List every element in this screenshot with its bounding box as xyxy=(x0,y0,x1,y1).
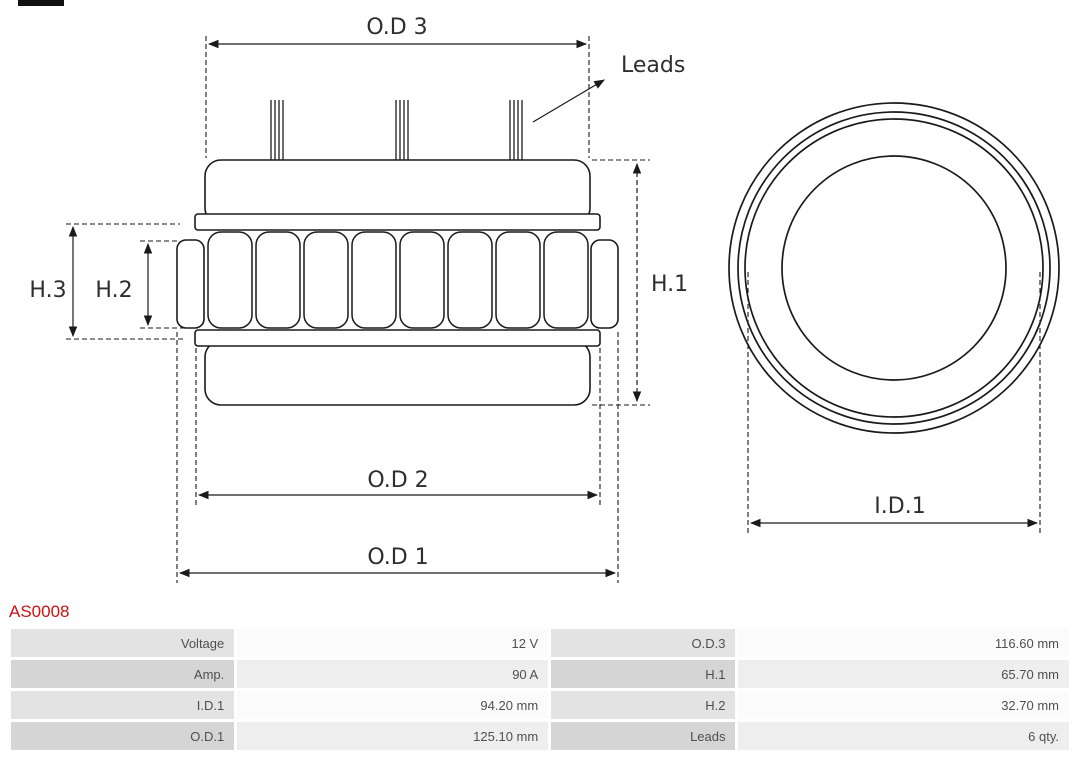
spec-value: 125.10 mm xyxy=(237,722,549,750)
spec-value: 116.60 mm xyxy=(738,629,1069,657)
spec-value: 6 qty. xyxy=(738,722,1069,750)
spec-label: O.D.1 xyxy=(11,722,235,750)
spec-value: 65.70 mm xyxy=(738,660,1069,688)
spec-label: Leads xyxy=(551,722,736,750)
spec-value: 12 V xyxy=(237,629,549,657)
stator-side-view xyxy=(176,100,619,406)
stator-outer-ring xyxy=(728,102,1060,434)
stator-laminations xyxy=(207,231,589,329)
table-row: O.D.1 125.10 mm Leads 6 qty. xyxy=(11,722,1069,750)
table-row: I.D.1 94.20 mm H.2 32.70 mm xyxy=(11,691,1069,719)
flange-top xyxy=(194,213,601,231)
dim-id1: I.D.1 xyxy=(747,272,1041,533)
dim-h1: H.1 xyxy=(592,159,688,406)
coil-end-bottom xyxy=(204,340,591,406)
dim-h2: H.2 xyxy=(95,240,184,329)
dim-h1-label: H.1 xyxy=(651,272,688,297)
spec-label: H.2 xyxy=(551,691,736,719)
spec-value: 94.20 mm xyxy=(237,691,549,719)
spec-label: H.1 xyxy=(551,660,736,688)
leads-label: Leads xyxy=(621,53,685,78)
spec-value: 32.70 mm xyxy=(738,691,1069,719)
dim-od3: O.D 3 xyxy=(205,15,590,158)
leads-callout: Leads xyxy=(532,53,685,123)
spec-label: I.D.1 xyxy=(11,691,235,719)
table-row: Amp. 90 A H.1 65.70 mm xyxy=(11,660,1069,688)
flange-bottom xyxy=(194,329,601,347)
spec-label: Voltage xyxy=(11,629,235,657)
dim-h2-label: H.2 xyxy=(95,278,132,303)
stator-ring-3 xyxy=(744,118,1044,418)
part-number: AS0008 xyxy=(9,602,70,621)
stator-tab-right xyxy=(590,239,619,329)
dim-h3: H.3 xyxy=(29,223,186,340)
stator-front-view xyxy=(728,102,1060,434)
spec-label: Amp. xyxy=(11,660,235,688)
top-left-artifact xyxy=(18,0,64,6)
dim-id1-label: I.D.1 xyxy=(874,494,925,519)
dim-od1: O.D 1 xyxy=(176,332,619,583)
stator-technical-diagram: O.D 3 Leads H.1 H.3 H.2 xyxy=(18,0,1060,583)
spec-table: Voltage 12 V O.D.3 116.60 mm Amp. 90 A H… xyxy=(8,626,1072,753)
stator-ring-2 xyxy=(737,111,1051,425)
dim-od3-label: O.D 3 xyxy=(366,15,427,40)
dim-od2-label: O.D 2 xyxy=(367,468,428,493)
dim-od2: O.D 2 xyxy=(195,348,601,505)
stator-tab-left xyxy=(176,239,205,329)
dim-od1-label: O.D 1 xyxy=(367,545,428,570)
dim-h3-label: H.3 xyxy=(29,278,66,303)
stator-inner-bore xyxy=(781,155,1007,381)
spec-value: 90 A xyxy=(237,660,549,688)
spec-label: O.D.3 xyxy=(551,629,736,657)
stator-leads xyxy=(270,100,523,162)
table-row: Voltage 12 V O.D.3 116.60 mm xyxy=(11,629,1069,657)
